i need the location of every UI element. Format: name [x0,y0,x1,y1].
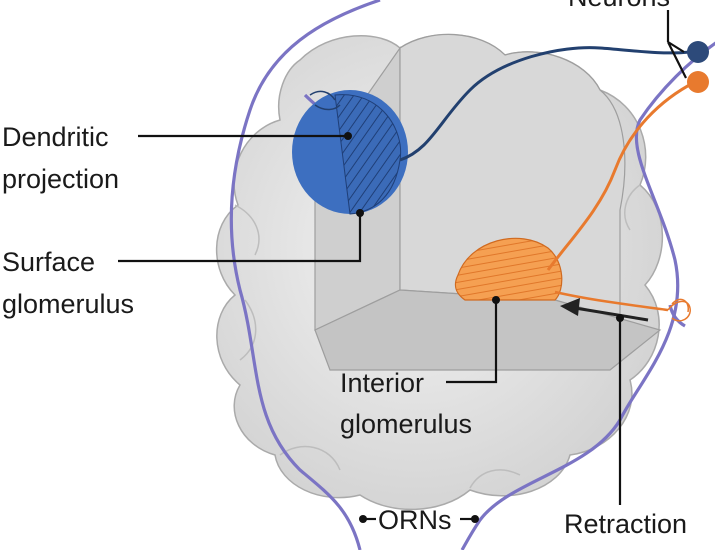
surface-label-line1: Surface [2,247,95,277]
neurons-label: Neurons [568,0,670,12]
retraction-label: Retraction [564,509,687,539]
surface-label-line2: glomerulus [2,289,134,319]
dendritic-label-line2: projection [2,164,119,194]
interior-label-line2: glomerulus [340,409,472,439]
surface-glomerulus-group [292,41,709,215]
orns-callout: ORNs [359,505,479,535]
orns-label: ORNs [378,505,452,535]
orange-neuron-axon [546,80,696,271]
blue-neuron-soma [687,41,709,63]
interior-glomerulus-callout: Interior glomerulus [340,296,500,439]
orange-retracting-dendrite [554,290,669,312]
surface-glomerulus-callout: Surface glomerulus [2,209,364,319]
retraction-callout: Retraction [560,298,687,539]
dendritic-label-line1: Dendritic [2,122,109,152]
dendritic-projection-callout: Dendritic projection [2,122,352,194]
blue-neuron-axon [399,46,691,162]
neurons-bracket: Neurons [568,0,687,79]
interior-label-line1: Interior [340,368,424,398]
interior-glomerulus [454,237,563,301]
arrow-left-icon [560,298,580,316]
orange-neuron-soma [687,71,709,93]
interior-glomerulus-group [454,71,709,322]
